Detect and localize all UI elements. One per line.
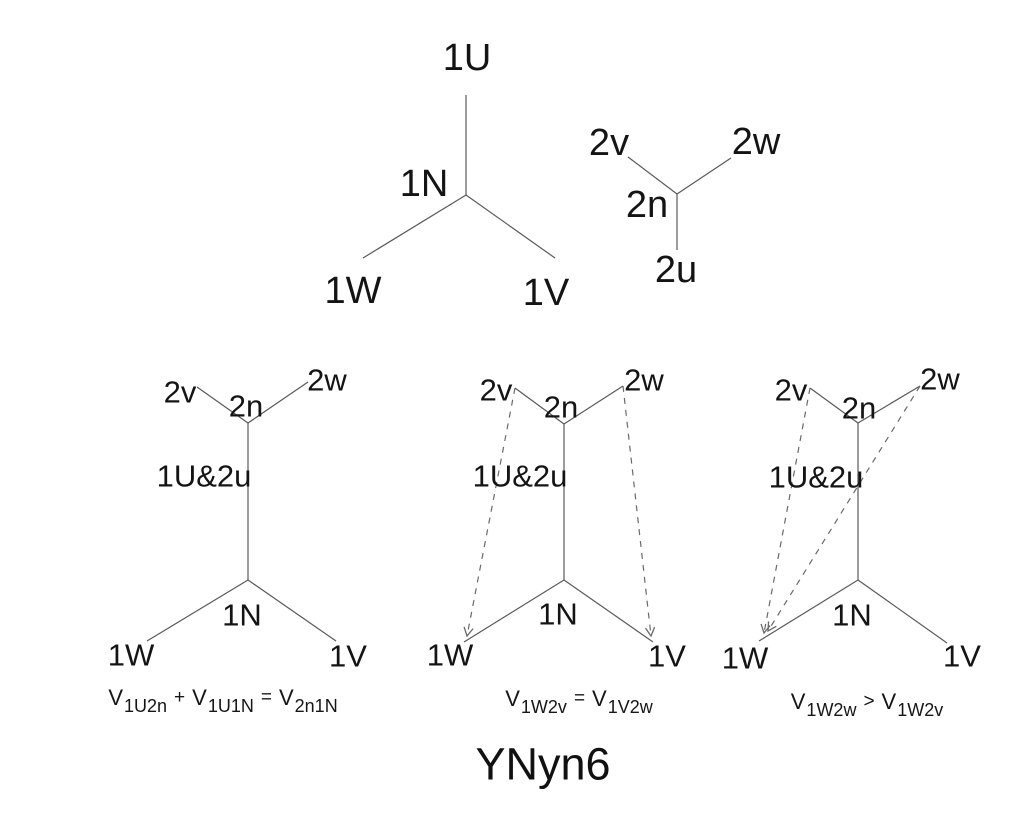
d1-label-2v: 2v bbox=[163, 374, 197, 410]
d3-label-2n: 2n bbox=[841, 390, 877, 426]
formula-operator: = bbox=[573, 688, 586, 709]
d1-label-1W: 1W bbox=[107, 637, 155, 673]
d2-label-1V: 1V bbox=[648, 638, 686, 674]
d3-label-2w: 2w bbox=[920, 361, 960, 397]
formula-term: V bbox=[592, 686, 607, 711]
d1-label-2n: 2n bbox=[228, 388, 264, 424]
d1-label-2w: 2w bbox=[307, 362, 347, 398]
formula-subscript: 1W2v bbox=[520, 697, 567, 717]
d1-label-1V: 1V bbox=[329, 638, 367, 674]
formula-operator: > bbox=[863, 691, 875, 712]
d2-label-2v: 2v bbox=[479, 372, 513, 408]
d3-label-1N: 1N bbox=[832, 597, 872, 633]
dashed-vector-1W2v bbox=[463, 387, 516, 638]
d3-label-1U2u: 1U&2u bbox=[768, 459, 864, 495]
formula-term: V bbox=[881, 689, 897, 714]
secondary-terminal-2u: 2u bbox=[654, 249, 698, 291]
d2-label-1W: 1W bbox=[426, 637, 474, 673]
dashed-vector-1W2w-right bbox=[767, 385, 921, 633]
formula-term: V bbox=[192, 685, 207, 710]
formula-operator: + bbox=[174, 687, 186, 708]
combined-diagram-2-lines bbox=[463, 385, 656, 643]
formula-operator: = bbox=[260, 687, 272, 708]
formula-subscript: 1W2v bbox=[897, 700, 944, 720]
d3-label-1W: 1W bbox=[721, 640, 769, 676]
d2-formula-voltage-equal: V1W2v=V1V2w bbox=[505, 686, 653, 717]
secondary-star-lines bbox=[627, 156, 732, 250]
formula-subscript: 1U1N bbox=[207, 696, 254, 716]
combined-diagram-1-lines bbox=[146, 381, 337, 642]
d1-formula-voltage-sum: V1U2n+V1U1N=V2n1N bbox=[108, 685, 337, 716]
d1-label-1U2u: 1U&2u bbox=[156, 458, 252, 494]
combined-diagram-3-lines bbox=[758, 385, 948, 644]
formula-term: V bbox=[278, 685, 294, 710]
secondary-terminal-2v: 2v bbox=[588, 122, 630, 164]
d3-label-1V: 1V bbox=[943, 638, 981, 674]
primary-terminal-1V: 1V bbox=[522, 272, 570, 314]
vector-group-title: YNyn6 bbox=[475, 738, 611, 790]
formula-subscript: 1U2n bbox=[124, 696, 168, 716]
d3-formula-voltage-greater: V1W2w>V1W2v bbox=[790, 689, 944, 720]
secondary-neutral-2n: 2n bbox=[625, 184, 669, 226]
d2-label-2w: 2w bbox=[624, 362, 664, 398]
d3-label-2v: 2v bbox=[774, 372, 808, 408]
formula-subscript: 1W2w bbox=[806, 700, 857, 720]
secondary-terminal-2w: 2w bbox=[731, 121, 781, 163]
d2-label-1N: 1N bbox=[538, 596, 578, 632]
d1-label-1N: 1N bbox=[222, 597, 262, 633]
d2-label-1U2u: 1U&2u bbox=[472, 458, 568, 494]
primary-star-lines bbox=[362, 95, 556, 259]
primary-neutral-1N: 1N bbox=[399, 163, 449, 205]
primary-terminal-1U: 1U bbox=[442, 37, 492, 79]
primary-terminal-1W: 1W bbox=[324, 270, 382, 312]
formula-subscript: 1V2w bbox=[607, 697, 653, 717]
formula-term: V bbox=[505, 686, 520, 711]
dashed-vector-1V2w bbox=[622, 385, 656, 638]
formula-term: V bbox=[790, 689, 806, 714]
formula-term: V bbox=[108, 685, 123, 710]
d2-label-2n: 2n bbox=[543, 389, 579, 425]
dashed-vector-1W2v-right bbox=[760, 387, 811, 635]
formula-subscript: 2n1N bbox=[294, 696, 338, 716]
